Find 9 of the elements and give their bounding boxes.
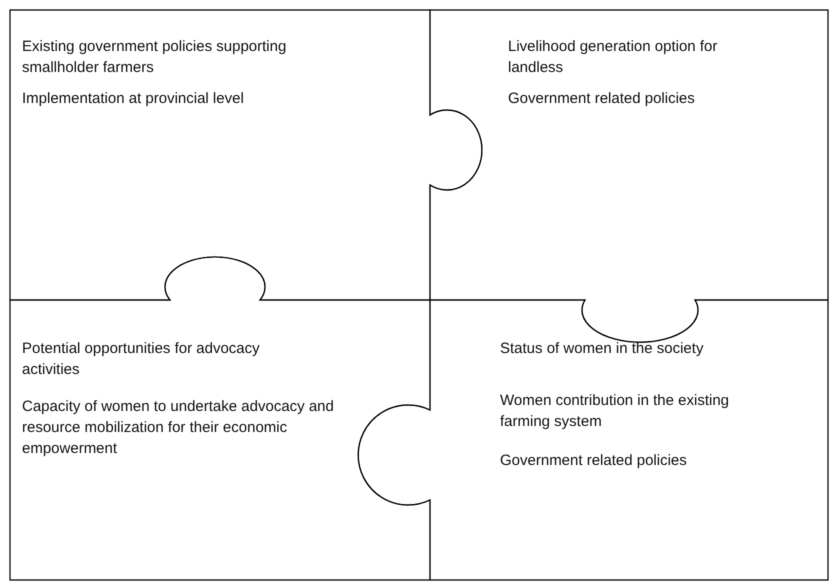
piece-text: Existing government policies supporting smallholder farmers	[22, 37, 288, 78]
piece-text: Implementation at provincial level	[22, 89, 245, 109]
piece-text: Women contribution in the existing farming system	[500, 391, 730, 432]
piece-text: Capacity of women to undertake advocacy and resource mobilization for their economic empowerment	[22, 397, 335, 459]
piece-text: Government related policies	[508, 89, 696, 109]
piece-text: Status of women in the society	[500, 339, 704, 359]
piece-text: Potential opportunities for advocacy activities	[22, 339, 261, 380]
piece-text: Government related policies	[500, 451, 688, 471]
piece-text: Livelihood generation option for landless	[508, 37, 718, 78]
